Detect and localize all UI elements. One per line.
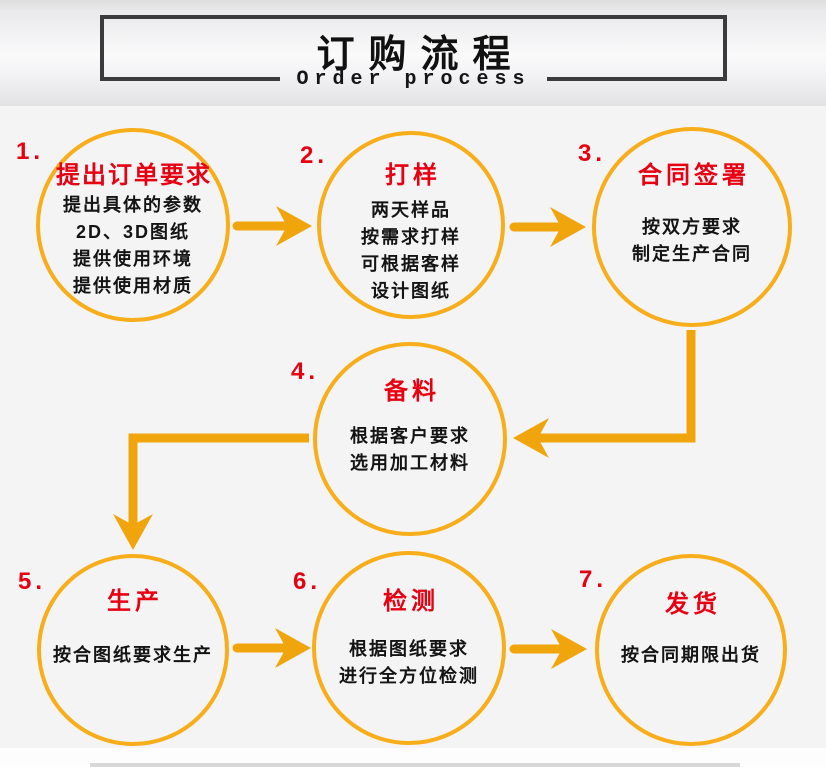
step-1-line: 2D、3D图纸 <box>75 222 191 242</box>
step-1-line: 提供使用环境 <box>73 249 193 269</box>
header-rule-left <box>100 77 281 81</box>
step-2-title: 打样 <box>385 162 441 189</box>
step-2-circle: 打样 两天样品 按需求打样 可根据客样 设计图纸 <box>317 131 505 319</box>
step-1-line: 提出具体的参数 <box>63 195 203 215</box>
step-2-line: 可根据客样 <box>361 254 461 274</box>
step-6-line: 根据图纸要求 <box>349 639 469 659</box>
step-5-title: 生产 <box>107 588 163 615</box>
step-4-number: 4. <box>291 358 320 385</box>
step-1-line: 提供使用材质 <box>73 276 193 296</box>
step-3-title: 合同签署 <box>638 162 750 189</box>
step-3-number: 3. <box>578 140 607 167</box>
step-4-circle: 备料 根据客户要求 选用加工材料 <box>313 342 507 536</box>
step-6-circle: 检测 根据图纸要求 进行全方位检测 <box>312 551 506 745</box>
step-1-number: 1. <box>16 138 45 165</box>
header-subtitle-row: Order process <box>100 66 727 92</box>
step-1-title: 提出订单要求 <box>56 162 212 189</box>
step-6-title: 检测 <box>383 588 439 615</box>
step-6-line: 进行全方位检测 <box>339 666 479 686</box>
step-7-circle: 发货 按合同期限出货 <box>595 554 787 746</box>
step-5-number: 5. <box>18 568 47 595</box>
step-7-number: 7. <box>579 566 608 593</box>
step-2-line: 设计图纸 <box>371 281 451 301</box>
page-subtitle: Order process <box>296 67 531 91</box>
step-3-circle: 合同签署 按双方要求 制定生产合同 <box>592 127 792 327</box>
step-3-line: 按双方要求 <box>642 217 742 237</box>
step-7-line: 按合同期限出货 <box>621 645 761 665</box>
step-2-line: 两天样品 <box>371 200 451 220</box>
step-3-line: 制定生产合同 <box>632 244 752 264</box>
bottom-divider-bar <box>90 763 740 767</box>
arrow-step6-to-step7 <box>509 629 587 669</box>
arrow-step4-to-step5 <box>113 433 309 550</box>
header-box: 订购流程 <box>100 15 727 78</box>
step-5-circle: 生产 按合图纸要求生产 <box>37 554 229 746</box>
arrow-step3-to-step4 <box>513 330 696 458</box>
arrow-step1-to-step2 <box>232 206 312 246</box>
step-5-line: 按合图纸要求生产 <box>53 645 213 665</box>
bottom-strip <box>0 748 826 767</box>
step-6-number: 6. <box>293 568 322 595</box>
step-2-number: 2. <box>300 142 329 169</box>
arrow-step2-to-step3 <box>509 207 586 247</box>
arrow-step5-to-step6 <box>232 628 311 668</box>
step-2-line: 按需求打样 <box>361 227 461 247</box>
header-rule-right <box>546 77 727 81</box>
page-title: 订购流程 <box>316 34 525 76</box>
step-4-title: 备料 <box>384 378 440 405</box>
step-4-line: 选用加工材料 <box>350 453 470 473</box>
step-7-title: 发货 <box>665 591 721 618</box>
step-1-circle: 提出订单要求 提出具体的参数 2D、3D图纸 提供使用环境 提供使用材质 <box>36 128 230 322</box>
step-4-line: 根据客户要求 <box>350 426 470 446</box>
